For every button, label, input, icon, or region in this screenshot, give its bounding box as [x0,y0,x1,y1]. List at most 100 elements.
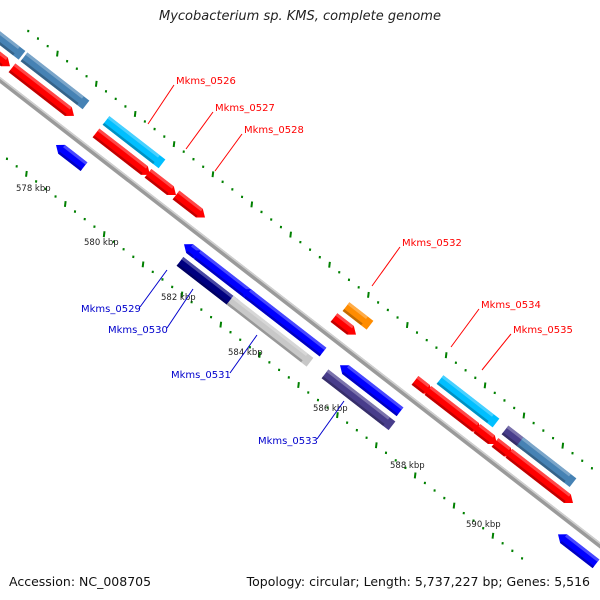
red-gene-0528-body [172,190,206,218]
red-gene-0536[interactable] [491,438,517,461]
gene-label[interactable]: Mkms_0530 [108,325,168,336]
purple-feature-0533[interactable] [321,369,396,431]
orange-feature-0532-shadow [342,308,363,326]
gene-label[interactable]: Mkms_0526 [176,76,236,87]
backbone-highlight [0,65,600,600]
gene-label[interactable]: Mkms_0532 [402,238,462,249]
steel-feature-1-highlight [0,2,20,50]
tick-label: 590 kbp [466,520,501,530]
gene-label[interactable]: Mkms_0534 [481,300,541,311]
red-gene-0526-highlight [97,128,148,169]
accession-text: Accession: NC_008705 [9,574,152,589]
major-tick [297,381,300,388]
red-gene-0538-highlight [556,484,571,497]
steel-feature-1-body [0,2,26,60]
gray-feature-0531-body [226,295,314,367]
major-tick [56,50,59,57]
gene-label-callout [214,133,243,172]
gene-label-callout [185,111,214,150]
purple-feature-0536-shadow [501,432,520,448]
major-tick [522,412,526,419]
red-gene-0537-shadow [505,455,554,494]
gene-label[interactable]: Mkms_0528 [244,125,304,136]
blue-gene-reverse-1-body [56,144,88,172]
cyan-feature-0534[interactable] [436,375,500,428]
major-tick [258,351,261,358]
red-gene-0535-shadow [473,430,490,445]
major-tick [367,291,370,298]
major-tick [405,322,409,329]
major-tick [250,201,254,208]
red-gene-0534a-highlight [416,376,430,388]
orange-feature-0532[interactable] [342,302,374,330]
blue-gene-0530-highlight [199,250,256,296]
red-gene-0526[interactable] [92,128,154,180]
red-gene-2-body [8,63,75,116]
tick-label: 588 kbp [390,461,425,471]
major-tick [211,171,215,178]
red-gene-0527[interactable] [144,168,180,199]
major-tick [133,110,137,117]
red-gene-0528-shadow [172,197,198,218]
cyan-feature-0526[interactable] [102,116,166,169]
major-tick [328,261,331,268]
red-gene-0537-body [505,448,562,494]
map-title: Mycobacterium sp. KMS, complete genome [159,9,441,24]
red-gene-0537-highlight [510,448,559,488]
major-tick [483,382,487,389]
major-tick [219,321,223,328]
red-gene-0535[interactable] [473,424,501,448]
blue-gene-reverse-1-shadow [58,151,83,172]
steel-feature-2-highlight [25,52,84,99]
red-gene-0527-body [144,168,176,196]
navy-feature-0530[interactable] [176,257,240,310]
red-gene-0534-body [424,386,481,432]
backbone-line [0,65,600,600]
gene-label[interactable]: Mkms_0527 [215,103,275,114]
gene-label[interactable]: Mkms_0531 [171,370,231,381]
red-gene-0528[interactable] [172,190,209,222]
red-gene-0536-shadow [491,444,506,457]
major-tick [141,261,145,268]
blue-gene-0533[interactable] [337,361,404,417]
cyan-feature-0534-shadow [436,381,489,424]
red-gene-0534[interactable] [424,386,485,436]
gene-label-callout [316,400,345,440]
red-gene-0538[interactable] [551,484,577,508]
red-gene-2-highlight [13,63,72,110]
red-gene-0532-body [330,313,356,335]
steel-feature-1[interactable] [0,2,26,60]
red-gene-0527-shadow [144,175,169,196]
red-gene-0532-highlight [335,313,354,329]
major-tick [374,442,378,449]
gene-label-callout [481,333,512,371]
gene-label[interactable]: Mkms_0535 [513,325,573,336]
navy-feature-0530-body [176,257,240,310]
navy-feature-0530-highlight [181,257,234,299]
gray-feature-0531[interactable] [226,295,314,367]
red-gene-0537[interactable] [505,448,565,498]
blue-gene-reverse-1[interactable] [53,141,88,172]
tick-label: 580 kbp [84,238,119,248]
blue-gene-reverse-last[interactable] [555,530,600,569]
major-tick [491,532,495,539]
steel-feature-0536[interactable] [516,437,577,488]
red-gene-0534a[interactable] [411,376,436,398]
steel-feature-2[interactable] [20,52,90,110]
steel-feature-1-shadow [0,9,15,56]
blue-gene-0531[interactable] [239,285,327,357]
gene-label[interactable]: Mkms_0529 [81,304,141,315]
steel-feature-0536-body [516,437,577,488]
red-gene-0532[interactable] [330,313,360,339]
red-gene-2[interactable] [8,63,78,120]
red-gene-0534a-shadow [411,382,425,394]
cyan-feature-0534-body [436,375,500,428]
gene-label[interactable]: Mkms_0533 [258,436,318,447]
blue-gene-0529-shadow [186,250,196,259]
blue-gene-0530[interactable] [189,246,256,302]
red-gene-0526-body [92,128,150,175]
